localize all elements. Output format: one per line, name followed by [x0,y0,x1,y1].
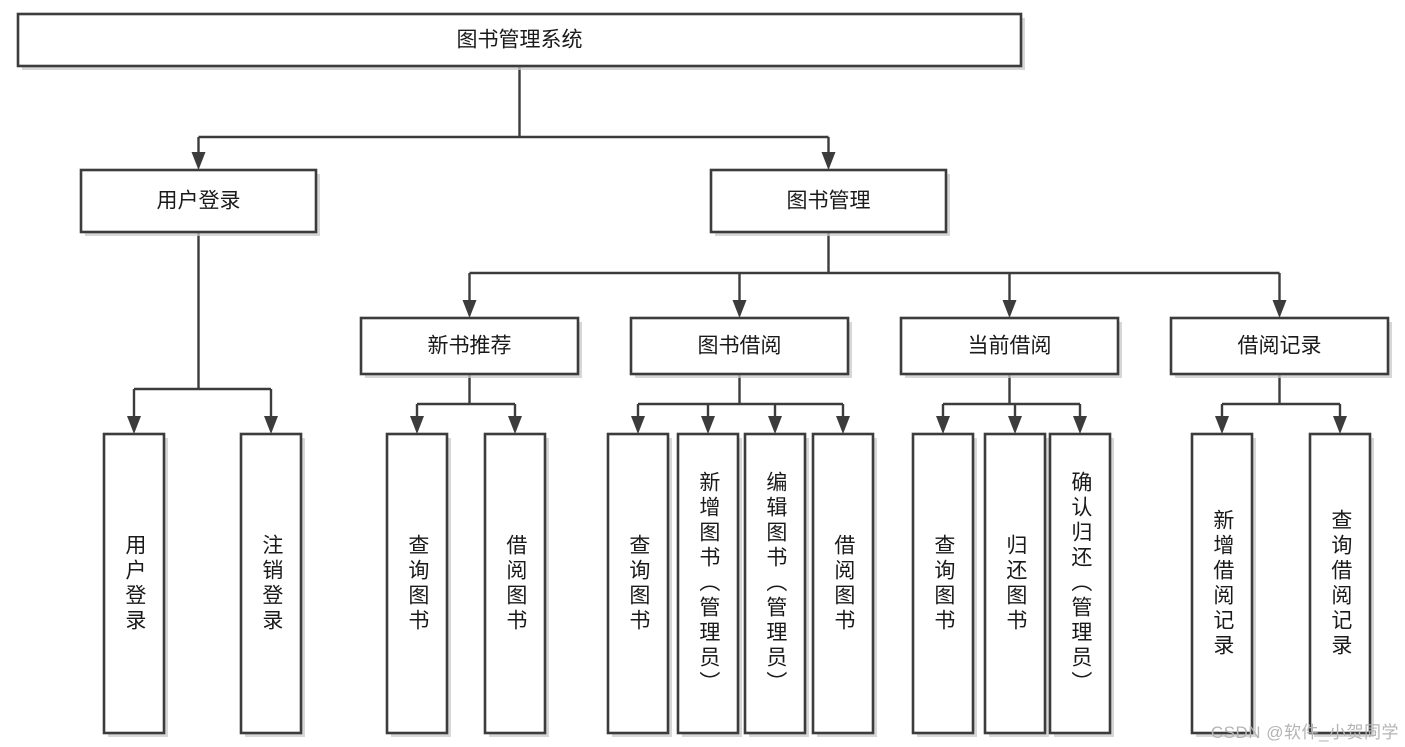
node-level3-1[interactable]: 图书借阅 [629,316,852,378]
node-leaf-2[interactable] [385,432,451,737]
node-leaf-7[interactable] [811,432,877,737]
node-level2-0[interactable]: 用户登录 [79,168,320,236]
connector-layer [127,66,1347,434]
node-label: 图书借阅 [698,335,782,358]
node-leaf-11[interactable] [1190,432,1256,737]
node-level3-3[interactable]: 借阅记录 [1169,316,1392,378]
arrow-head-down [191,152,206,170]
arrow-head-down [1272,300,1287,318]
arrow-head-down [410,416,424,434]
arrow-head-down [701,416,715,434]
node-label: 图书管理系统 [457,29,583,52]
arrow-head-down [1073,416,1087,434]
arrow-head-down [1333,416,1347,434]
node-level3-2[interactable]: 当前借阅 [899,316,1122,378]
node-leaf-0[interactable] [102,432,168,737]
node-leaf-4[interactable] [606,432,672,737]
arrow-head-down [836,416,850,434]
node-label: 当前借阅 [968,335,1052,358]
arrow-head-down [631,416,645,434]
node-leaf-10[interactable] [1048,432,1114,737]
node-leaf-3[interactable] [483,432,549,737]
watermark-text: CSDN @软件_小贺同学 [1210,723,1399,742]
node-leaf-1[interactable] [239,432,305,737]
arrow-head-down [1215,416,1229,434]
arrow-head-down [462,300,477,318]
node-leaf-8[interactable] [911,432,977,737]
node-leaf-9[interactable] [983,432,1049,737]
arrow-head-down [821,152,836,170]
node-label: 新书推荐 [428,335,512,358]
arrow-head-down [1002,300,1017,318]
arrow-head-down [732,300,747,318]
node-label: 用户登录 [157,190,241,213]
arrow-head-down [936,416,950,434]
node-root[interactable]: 图书管理系统 [16,12,1025,70]
arrow-head-down [127,416,141,434]
arrow-head-down [264,416,278,434]
node-leaf-5[interactable] [676,432,742,737]
node-level3-0[interactable]: 新书推荐 [359,316,582,378]
node-leaf-6[interactable] [743,432,809,737]
arrow-head-down [508,416,522,434]
arrow-head-down [1008,416,1022,434]
node-label: 借阅记录 [1238,335,1322,358]
node-level2-1[interactable]: 图书管理 [709,168,950,236]
node-label: 图书管理 [787,190,871,213]
node-leaf-12[interactable] [1308,432,1374,737]
arrow-head-down [768,416,782,434]
